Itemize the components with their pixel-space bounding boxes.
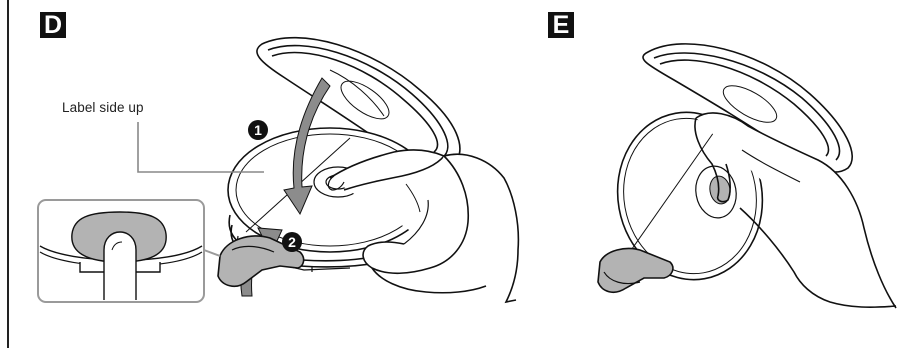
finger-press-icon bbox=[104, 232, 136, 300]
panel-e-illustration bbox=[598, 44, 896, 308]
step-marker-2-label: 2 bbox=[282, 232, 302, 252]
step-marker-1-label: 1 bbox=[248, 120, 268, 140]
inset-detail-box bbox=[38, 200, 220, 302]
